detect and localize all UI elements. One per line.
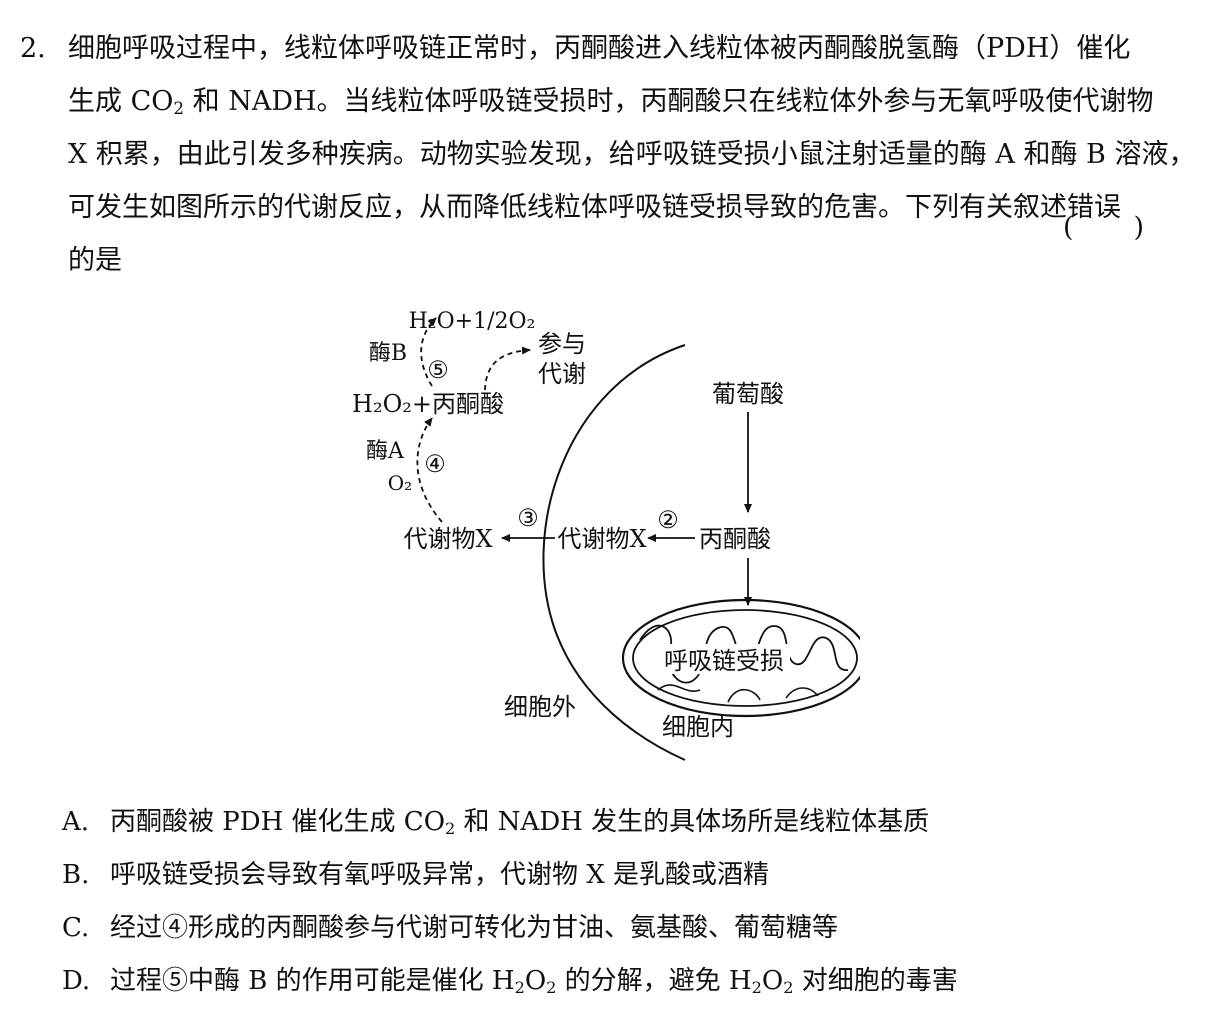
join-metabolism-label-2: 代谢 xyxy=(538,360,586,388)
option-c[interactable]: C. 经过④形成的丙酮酸参与代谢可转化为甘油、氨基酸、葡萄糖等 xyxy=(62,902,958,955)
question-stem: 2. 细胞呼吸过程中，线粒体呼吸链正常时，丙酮酸进入线粒体被丙酮酸脱氢酶（PDH… xyxy=(20,22,1200,287)
question-line: 2. 细胞呼吸过程中，线粒体呼吸链正常时，丙酮酸进入线粒体被丙酮酸脱氢酶（PDH… xyxy=(20,22,1200,75)
metabolism-diagram: 呼吸链受损 葡萄酸 丙酮酸 ② 代谢物X ③ 代谢物X ④ 酶A O₂ H₂O₂… xyxy=(352,309,860,761)
question-line: 生成 CO2 和 NADH。当线粒体呼吸链受损时，丙酮酸只在线粒体外参与无氧呼吸… xyxy=(20,75,1200,128)
enzyme-b-label: 酶B xyxy=(369,341,407,366)
option-text: 呼吸链受损会导致有氧呼吸异常，代谢物 X 是乳酸或酒精 xyxy=(110,860,770,890)
answer-parentheses[interactable]: () xyxy=(1063,212,1144,243)
answer-options: A. 丙酮酸被 PDH 催化生成 CO2 和 NADH 发生的具体场所是线粒体基质… xyxy=(62,796,958,1008)
option-text: 经过④形成的丙酮酸参与代谢可转化为甘油、氨基酸、葡萄糖等 xyxy=(110,913,839,943)
question-text-line-4: 可发生如图所示的代谢反应，从而降低线粒体呼吸链受损导致的危害。下列有关叙述错误 xyxy=(68,192,1121,223)
glucose-label: 葡萄酸 xyxy=(712,380,784,408)
outside-cell-label: 细胞外 xyxy=(504,693,576,721)
question-line: 的是 xyxy=(20,234,1200,287)
question-line: X 积累，由此引发多种疾病。动物实验发现，给呼吸链受损小鼠注射适量的酶 A 和酶… xyxy=(20,128,1200,181)
option-letter: C. xyxy=(62,913,90,943)
option-letter: B. xyxy=(62,860,90,890)
join-metabolism-label-1: 参与 xyxy=(538,330,586,358)
h2o-half-o2-label: H₂O+1/2O₂ xyxy=(409,309,536,334)
metabolite-x-outside: 代谢物X xyxy=(403,525,492,553)
step4-arrow xyxy=(416,417,443,523)
option-letter: D. xyxy=(62,966,91,996)
question-number: 2. xyxy=(20,33,46,64)
inside-cell-label: 细胞内 xyxy=(662,713,734,741)
option-a[interactable]: A. 丙酮酸被 PDH 催化生成 CO2 和 NADH 发生的具体场所是线粒体基质 xyxy=(62,796,958,849)
option-letter: A. xyxy=(62,807,90,837)
question-text-line-1: 细胞呼吸过程中，线粒体呼吸链正常时，丙酮酸进入线粒体被丙酮酸脱氢酶（PDH）催化 xyxy=(68,33,1131,64)
step4-label: ④ xyxy=(424,450,446,478)
step5-label: ⑤ xyxy=(427,356,449,384)
h2o2-pyruvate-label: H₂O₂+丙酮酸 xyxy=(352,390,504,418)
step2-label: ② xyxy=(657,506,679,534)
question-line: 可发生如图所示的代谢反应，从而降低线粒体呼吸链受损导致的危害。下列有关叙述错误 xyxy=(20,181,1200,234)
question-text-line-3: X 积累，由此引发多种疾病。动物实验发现，给呼吸链受损小鼠注射适量的酶 A 和酶… xyxy=(68,139,1196,170)
metabolite-x-inside: 代谢物X xyxy=(557,525,646,553)
enzyme-a-label: 酶A xyxy=(366,439,405,464)
paren-open: ( xyxy=(1063,212,1074,243)
paren-close: ) xyxy=(1133,212,1145,243)
cell-membrane xyxy=(542,344,686,761)
option-text: 过程⑤中酶 B 的作用可能是催化 H2O2 的分解，避免 H2O2 对细胞的毒害 xyxy=(110,966,958,998)
pyruvate-label: 丙酮酸 xyxy=(699,525,771,553)
resp-chain-damaged-label: 呼吸链受损 xyxy=(664,647,784,675)
question-text-line-2: 生成 CO2 和 NADH。当线粒体呼吸链受损时，丙酮酸只在线粒体外参与无氧呼吸… xyxy=(68,86,1154,119)
o2-label: O₂ xyxy=(388,471,412,495)
option-text: 丙酮酸被 PDH 催化生成 CO2 和 NADH 发生的具体场所是线粒体基质 xyxy=(110,807,930,839)
join-metabolism-arrow xyxy=(484,346,531,391)
label-bg xyxy=(658,644,790,674)
question-text-line-5: 的是 xyxy=(68,245,122,276)
option-d[interactable]: D. 过程⑤中酶 B 的作用可能是催化 H2O2 的分解，避免 H2O2 对细胞的… xyxy=(62,955,958,1008)
step5-arrow xyxy=(420,317,437,387)
option-b[interactable]: B. 呼吸链受损会导致有氧呼吸异常，代谢物 X 是乳酸或酒精 xyxy=(62,849,958,902)
step3-label: ③ xyxy=(517,504,539,532)
